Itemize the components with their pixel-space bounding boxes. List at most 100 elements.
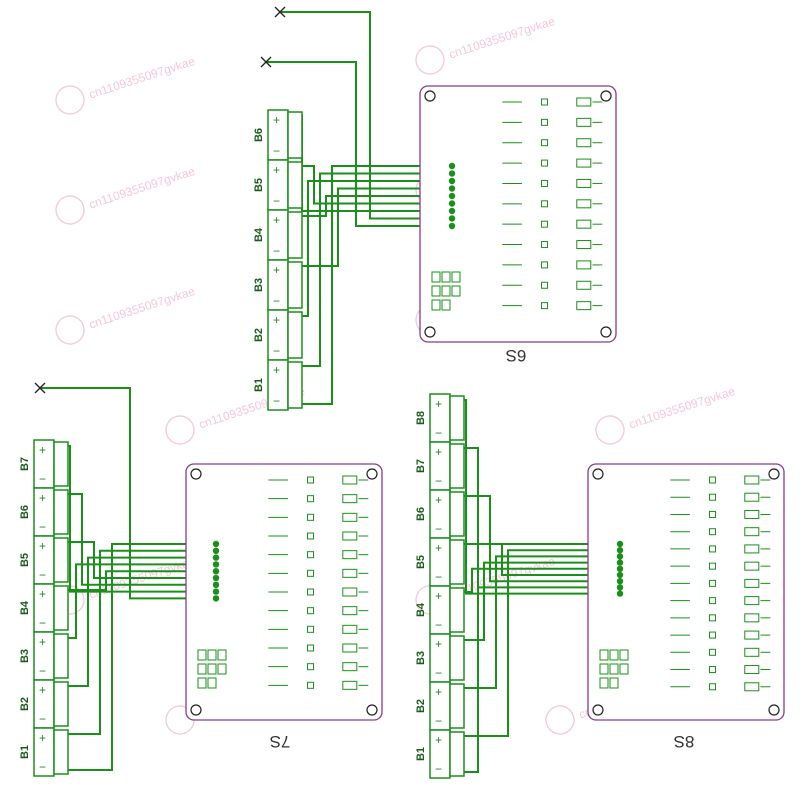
capacitor [541,179,549,187]
balance-resistor [576,97,592,107]
balance-resistor [342,643,358,653]
balance-pad [616,590,624,597]
cell-label: B6 [19,505,31,519]
balance-wire [450,555,620,689]
battery-cell-b4: +−B4 [415,585,465,635]
balance-resistor [744,527,760,537]
battery-cell-b4: + −B4 [253,209,303,261]
balance-resistor [342,550,358,560]
balance-wire [450,561,620,641]
balance-resistor [744,682,760,692]
capacitor [307,513,315,521]
minus-label: − [435,474,442,488]
battery-cell-b1: +−B1 [253,359,303,411]
capacitor [541,302,549,310]
battery-cell-b2: +−B2 [253,309,303,361]
battery-cell-b6: +−B6 [415,489,465,539]
capacitor [541,261,549,269]
watermark-badge-icon [595,415,625,445]
capacitor [709,528,717,536]
board-label: 8S [674,732,695,751]
smd-component [451,271,461,283]
smd-component [441,299,451,311]
plus-label: + [435,541,442,555]
balance-pad [448,222,456,230]
watermark-text: cn1109355097gvkae [627,384,737,432]
minus-label: − [273,394,280,408]
minus-label: − [39,712,46,726]
cell-body [449,731,465,777]
balance-wire [54,543,216,771]
cell-body [287,161,303,209]
capacitor [307,551,315,559]
smd-component [609,677,619,689]
minus-label: − [435,522,442,536]
balance-resistor [576,117,592,127]
plus-label: + [39,587,46,601]
smd-component [431,285,441,297]
balance-wire [54,556,216,687]
balance-pad [448,215,456,222]
capacitor [541,241,549,249]
mounting-hole-icon [600,90,612,102]
balance-pad [616,540,624,548]
watermark-text: cn1109355097gvkae [87,164,197,212]
cell-body [449,491,465,537]
balance-resistor [744,647,760,657]
balance-pad [616,578,624,585]
plus-label: + [435,445,442,459]
plus-label: + [273,163,280,177]
balance-resistor [744,509,760,519]
minus-label: − [435,714,442,728]
balance-resistor [744,630,760,640]
smd-component [609,649,619,661]
minus-label: − [273,244,280,258]
minus-label: − [273,344,280,358]
cell-label: B3 [19,649,31,663]
minus-label: − [39,520,46,534]
capacitor [541,200,549,208]
plus-label: + [273,213,280,227]
balance-pad [212,561,220,568]
cell-body [53,489,69,535]
cell-label: B4 [253,227,265,242]
watermark-badge-icon [55,315,85,345]
open-lead-wire [280,11,452,220]
smd-component [197,677,207,689]
balance-pad [616,571,624,579]
balance-pad [448,192,456,200]
battery-cell-b1: +−B1 [19,727,69,777]
cell-label: B4 [415,602,427,617]
minus-label: − [39,664,46,678]
minus-label: − [39,616,46,630]
balance-pad [448,162,456,170]
capacitor [709,683,717,691]
cell-label: B3 [253,278,265,292]
capacitor [541,118,549,126]
smd-component [599,663,609,675]
capacitor [709,648,717,656]
cell-label: B6 [253,128,265,142]
cell-body [53,681,69,727]
balance-pad [616,584,624,591]
balance-resistor [744,613,760,623]
battery-cell-b5: +−B5 [253,159,303,211]
balance-pad [616,559,624,566]
capacitor [307,644,315,652]
pcb-outline [587,463,785,721]
cell-label: B5 [415,555,427,569]
cell-body [287,211,303,259]
balance-pad [616,565,624,572]
watermark-badge-icon [55,195,85,225]
capacitor [541,281,549,289]
smd-component [197,649,207,661]
battery-cell-b5: +−B5 [415,537,465,587]
capacitor [307,476,315,484]
open-lead-wire [266,61,452,227]
smd-component [217,663,227,675]
watermark: cn1109355097gvkae [415,14,557,75]
balance-pad [212,568,220,575]
balance-resistor [342,512,358,522]
